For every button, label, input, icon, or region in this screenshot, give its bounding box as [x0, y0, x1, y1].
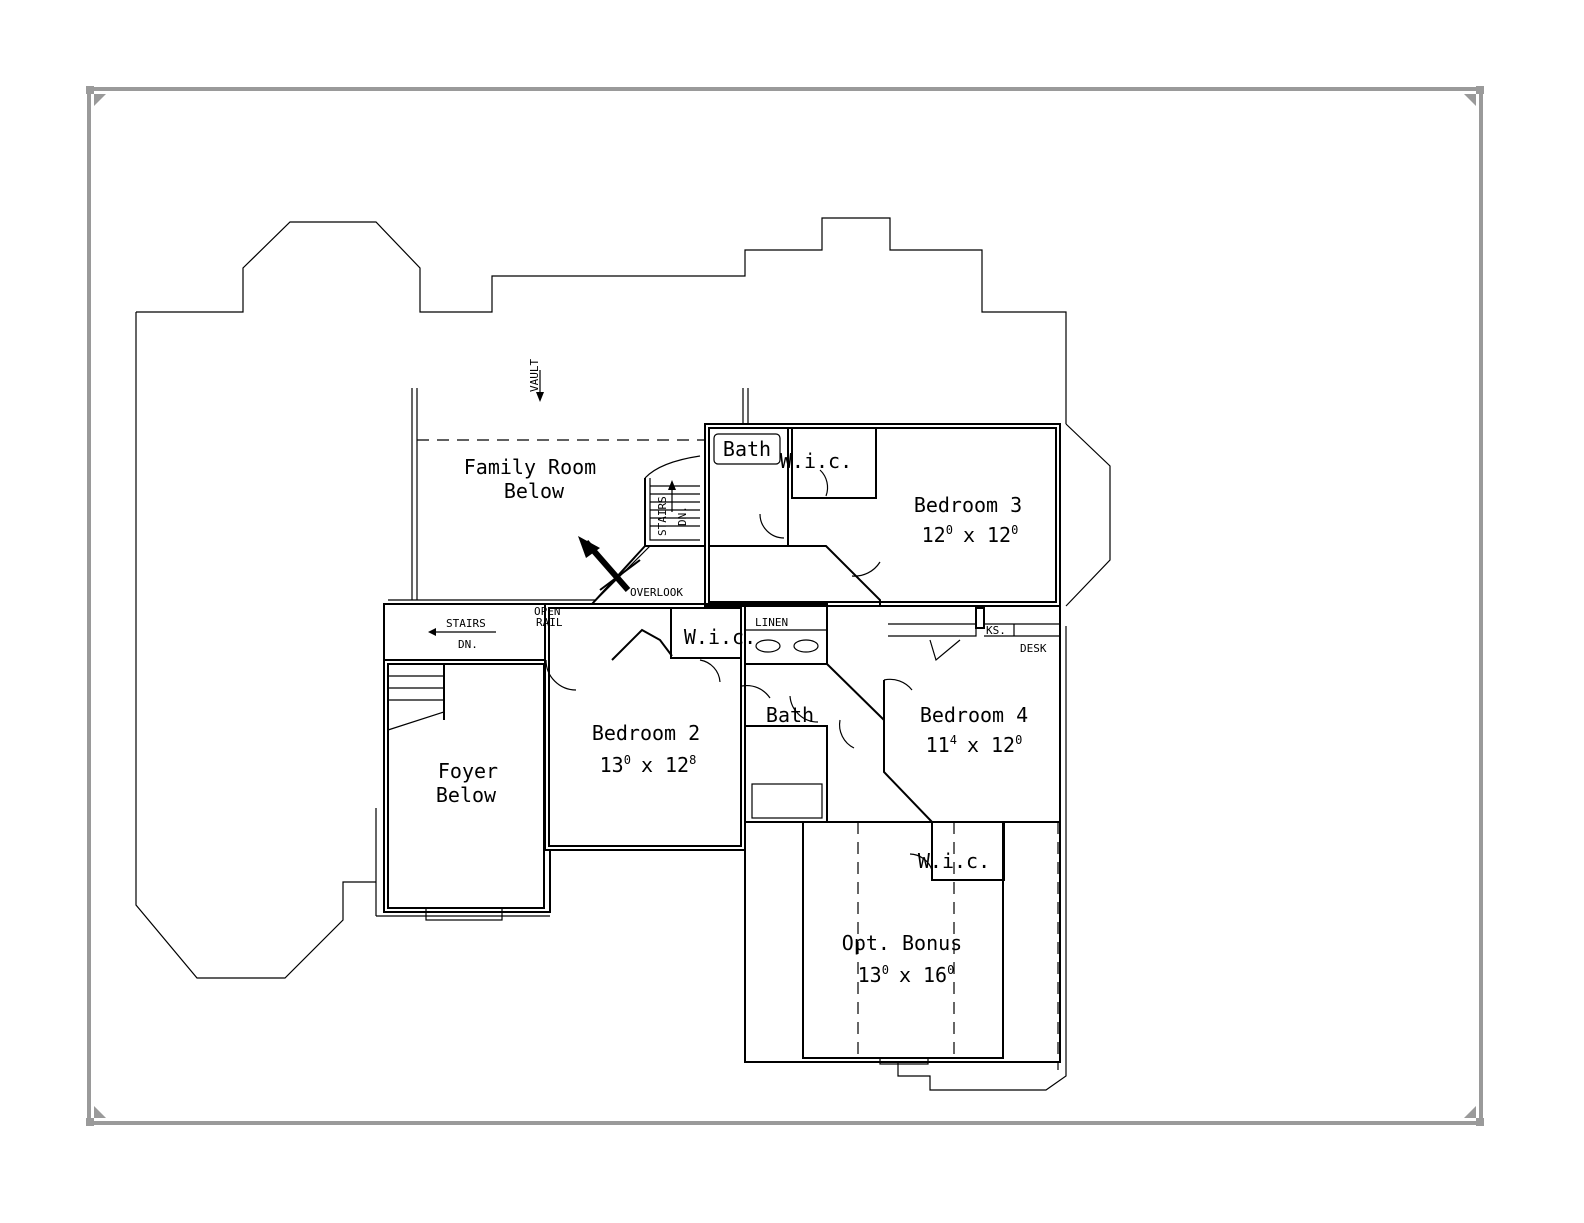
linen-note: LINEN	[755, 616, 788, 629]
upper-floor-walls	[375, 423, 1061, 1070]
stairs-top-note: STAIRS	[656, 496, 669, 536]
stairs-left-dn-note: DN.	[458, 638, 478, 651]
stairs-top-dn-note: DN.	[676, 506, 689, 526]
stairs-left-note: STAIRS	[446, 617, 486, 630]
wic-bonus-label: W.i.c.	[918, 849, 990, 873]
labels: Family Room Below Foyer Below Bedroom 2 …	[436, 359, 1047, 987]
wic-b2-label: W.i.c.	[684, 625, 756, 649]
desk-note: DESK	[1020, 642, 1047, 655]
overlook-arrow	[578, 536, 641, 592]
family-room-label-2: Below	[504, 479, 565, 503]
bedroom3-label: Bedroom 3	[914, 493, 1022, 517]
stair-arrows	[428, 370, 676, 636]
overlook-note: OVERLOOK	[630, 586, 683, 599]
door-swings	[545, 469, 961, 871]
open-rail-note-2: RAIL	[536, 616, 563, 629]
wic-top-label: W.i.c.	[780, 449, 852, 473]
lower-floor-outline	[135, 217, 1111, 1091]
bedroom4-label: Bedroom 4	[920, 703, 1028, 727]
bath-top-label: Bath	[723, 437, 771, 461]
bath-mid-label: Bath	[766, 703, 814, 727]
family-room-label-1: Family Room	[464, 455, 596, 479]
vault-note: VAULT	[528, 359, 541, 392]
foyer-label-2: Below	[436, 783, 497, 807]
page-frame	[86, 86, 1484, 1126]
bonus-label: Opt. Bonus	[842, 931, 962, 955]
foyer-label-1: Foyer	[438, 759, 498, 783]
open-rail-note-1: OPEN	[534, 605, 561, 618]
ks-note: KS.	[986, 624, 1006, 637]
bedroom2-label: Bedroom 2	[592, 721, 700, 745]
